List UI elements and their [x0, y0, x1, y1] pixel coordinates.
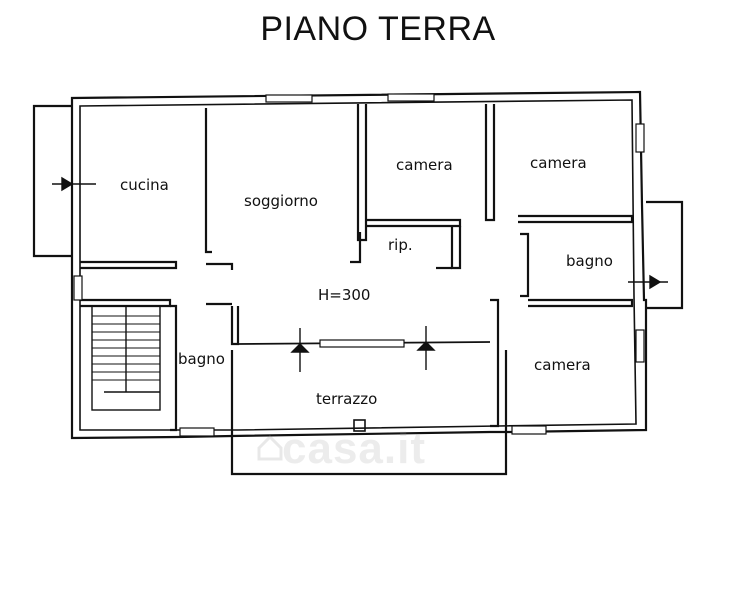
room-label-cucina: cucina [120, 176, 169, 194]
room-label-camera-3: camera [534, 356, 591, 374]
staircase [91, 305, 161, 411]
outer-wall [70, 90, 648, 440]
terrazzo-column [353, 419, 366, 432]
room-label-ripostiglio: rip. [388, 236, 413, 254]
left-balcony [32, 104, 72, 258]
plan-title: PIANO TERRA [260, 10, 496, 48]
room-label-soggiorno: soggiorno [244, 192, 318, 210]
wall-camera3-west [490, 298, 500, 428]
room-label-terrazzo: terrazzo [316, 390, 378, 408]
right-balcony [646, 200, 684, 310]
room-label-bagno-1: bagno [178, 350, 225, 368]
wall-camera1-south [366, 218, 462, 228]
room-label-bagno-2: bagno [566, 252, 613, 270]
wall-camera1-east [484, 104, 496, 222]
wall-rip [350, 232, 362, 264]
room-label-camera-1: camera [396, 156, 453, 174]
wall-rip-east [450, 226, 462, 270]
door-markers [52, 176, 668, 372]
wall-cucina-door [206, 262, 234, 270]
room-label-camera-2: camera [530, 154, 587, 172]
watermark-house-icon [257, 434, 283, 461]
wall-bagno2-south [528, 298, 634, 308]
wall-camera2-south [518, 214, 634, 224]
windows [73, 93, 645, 437]
wall-soggiorno-east [356, 104, 368, 242]
outer-wall-inner [79, 99, 637, 431]
wall-bagno1-west [170, 304, 178, 432]
wall-cucina-south [80, 260, 178, 270]
wall-bagno2-west [520, 232, 530, 298]
wall-cucina-east [204, 108, 212, 254]
wall-bagno1-east [230, 306, 240, 346]
terrazzo-outline [230, 350, 508, 476]
height-note: H=300 [318, 286, 371, 304]
watermark: casa.it [282, 424, 426, 473]
wall-stair-block [80, 298, 172, 308]
